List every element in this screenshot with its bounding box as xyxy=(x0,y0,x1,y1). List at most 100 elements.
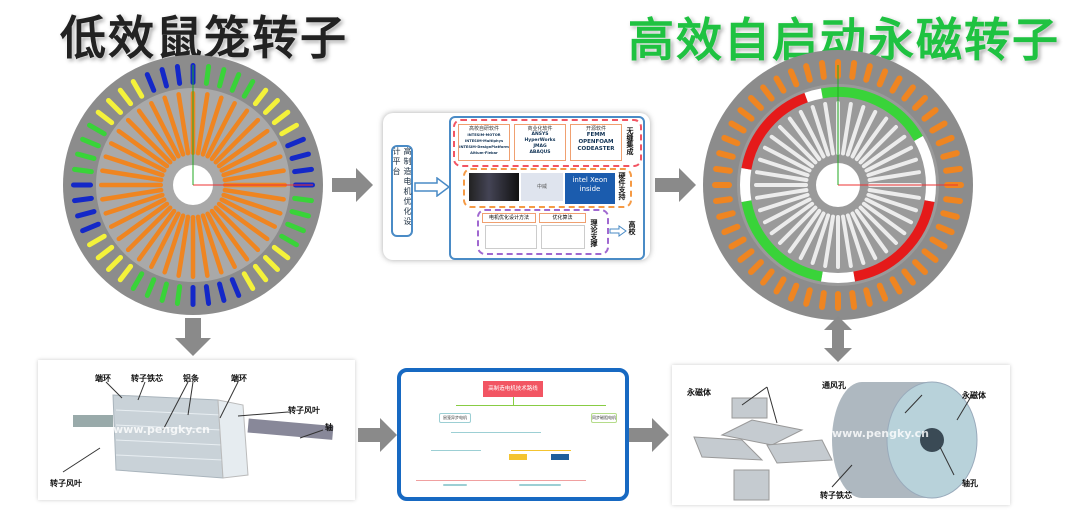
stator-winding-slot xyxy=(292,195,314,204)
rotor-bar xyxy=(149,211,181,269)
stator-winding-slot xyxy=(130,271,145,291)
stator-slot xyxy=(835,291,841,311)
rotor-bar xyxy=(798,211,826,261)
rotor-bar xyxy=(762,197,812,225)
rotor-bar xyxy=(823,102,835,156)
rotor-bar xyxy=(823,214,835,268)
label-end-ring: 端环 xyxy=(231,374,247,383)
stator-slot xyxy=(901,84,916,102)
chip-image: 中威 xyxy=(521,173,563,201)
stator-slot xyxy=(935,223,955,236)
rotor-bar xyxy=(755,188,809,200)
rotor-bar xyxy=(125,205,173,253)
stator-winding-slot xyxy=(190,285,196,307)
stator-winding-slot xyxy=(241,79,256,99)
stator-slot xyxy=(716,210,736,220)
stator-slot xyxy=(760,84,775,102)
stator-winding-slot xyxy=(174,64,183,86)
rotor-bar xyxy=(162,213,186,275)
stator-slot xyxy=(737,107,755,122)
watermark: www.pengky.cn xyxy=(113,423,211,436)
rotor-bar xyxy=(758,192,810,213)
permanent-magnet-segment xyxy=(853,200,935,282)
stator-winding-slot xyxy=(106,254,124,272)
rotor-bar xyxy=(866,157,918,178)
permanent-magnet-segment xyxy=(914,136,936,203)
stator-winding-slot xyxy=(95,244,115,261)
label-vent-hole: 通风孔 xyxy=(822,381,846,390)
stator-winding-slot xyxy=(144,72,157,93)
stator-winding-slot xyxy=(71,182,93,188)
stator-slot xyxy=(929,120,948,134)
rotor-bar xyxy=(867,188,921,200)
rotor-bar xyxy=(864,197,914,225)
stator-slot xyxy=(921,107,939,122)
rotor-bar xyxy=(176,214,191,278)
rotor-bar xyxy=(109,197,167,229)
rotor-bar xyxy=(769,201,815,236)
rotor-bar xyxy=(149,101,181,159)
rotor-bar xyxy=(221,192,283,216)
rotor-bar xyxy=(758,157,810,178)
rotor-bar xyxy=(841,214,853,268)
stator-winding-slot xyxy=(80,221,101,234)
rotor-bar xyxy=(858,205,898,245)
rotor-bar xyxy=(216,128,270,169)
stator-winding-slot xyxy=(289,209,311,219)
rotor-bar xyxy=(850,109,878,159)
rotor-bar xyxy=(125,117,173,165)
platform-label: 高制造电机优化设计平台 xyxy=(391,145,413,237)
stator-winding-slot xyxy=(271,109,291,126)
rotor-bar xyxy=(850,211,878,261)
permanent-magnet-segment xyxy=(820,87,923,142)
rotor-bar xyxy=(136,208,177,262)
stator-slot xyxy=(935,134,955,147)
stator-winding-slot xyxy=(289,151,311,161)
stator-winding-slot xyxy=(262,98,280,116)
rotor-bar xyxy=(99,182,163,188)
watermark: www.pengky.cn xyxy=(832,427,930,440)
rotor-bar xyxy=(755,170,809,182)
rotor-bar xyxy=(209,208,250,262)
stator-slot xyxy=(921,248,939,263)
rotor-bar xyxy=(836,215,840,269)
stator-slot xyxy=(728,236,747,250)
stator-winding-slot xyxy=(87,122,107,137)
stator-winding-slot xyxy=(217,67,227,89)
rotor-bar xyxy=(798,109,826,159)
stator-winding-slot xyxy=(279,122,299,137)
stator-slot xyxy=(760,268,775,286)
stator-winding-slot xyxy=(80,136,101,149)
stator-slot xyxy=(940,210,960,220)
rotor-bar xyxy=(200,213,224,275)
theory-group: 电机优化设计方法 优化算法 理论支撑 xyxy=(477,209,609,255)
intel-xeon-logo: intel Xeon inside xyxy=(565,173,615,204)
stator-slot xyxy=(712,182,732,188)
rotor-bar xyxy=(841,102,853,156)
stator-slot xyxy=(863,287,873,307)
rotor-bar xyxy=(205,101,237,159)
rotor-bar xyxy=(778,125,818,165)
permanent-magnet-segment xyxy=(820,271,856,283)
stator-winding-slot xyxy=(72,166,94,175)
stator-winding-slot xyxy=(174,284,183,306)
stator-slot xyxy=(748,259,764,275)
stator-winding-slot xyxy=(292,166,314,175)
hardware-group: 中威 intel Xeon inside 硬件支持 xyxy=(463,168,632,208)
stator-winding-slot xyxy=(229,277,242,298)
technology-roadmap-panel: 高制造电机技术路线 鼠笼异步电机 同步磁阻电机 xyxy=(397,368,629,501)
stator-slot xyxy=(721,134,741,147)
stator-slot xyxy=(818,60,827,80)
stator-slot xyxy=(876,68,889,88)
rotor-bar xyxy=(754,183,808,187)
rotor-bar xyxy=(209,108,250,162)
stator-winding-slot xyxy=(75,209,97,219)
stator-winding-slot xyxy=(285,136,306,149)
stator-slot xyxy=(787,68,800,88)
rotor-bar xyxy=(769,134,815,169)
stator-slot xyxy=(943,196,963,205)
stator-slot xyxy=(889,276,903,295)
rotor-bar xyxy=(219,141,277,173)
